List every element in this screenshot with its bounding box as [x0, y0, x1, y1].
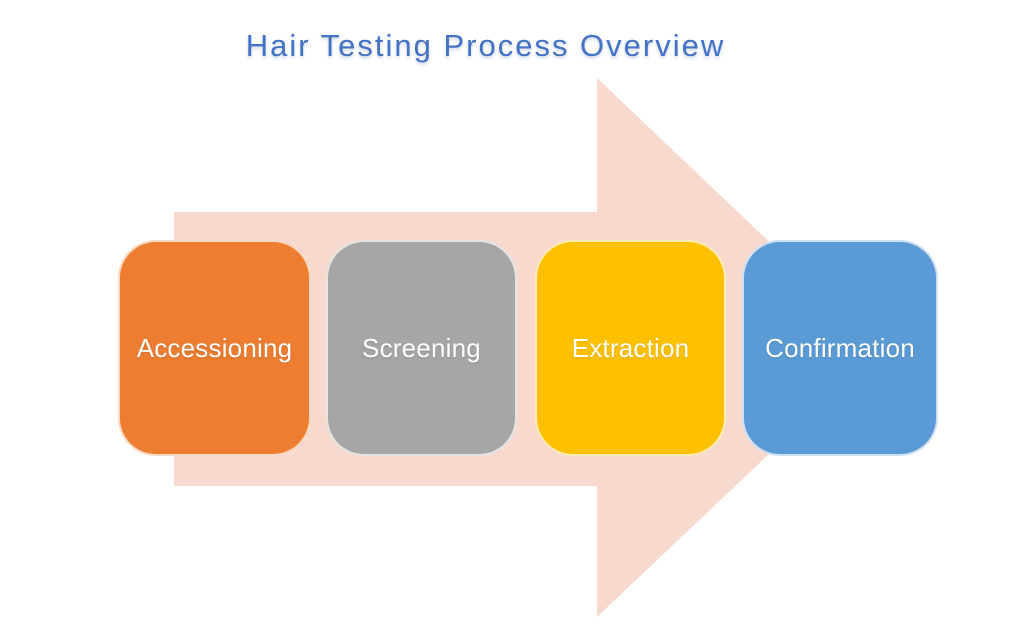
step-box-accessioning: Accessioning: [118, 240, 311, 456]
step-label-accessioning: Accessioning: [136, 332, 293, 363]
step-label-screening: Screening: [362, 332, 481, 363]
step-box-extraction: Extraction: [535, 240, 726, 456]
step-label-confirmation: Confirmation: [765, 332, 915, 363]
step-box-confirmation: Confirmation: [742, 240, 938, 456]
step-box-screening: Screening: [326, 240, 517, 456]
right-arrow-shape: [174, 78, 881, 617]
page-title: Hair Testing Process Overview: [245, 28, 726, 63]
step-label-extraction: Extraction: [571, 332, 690, 363]
